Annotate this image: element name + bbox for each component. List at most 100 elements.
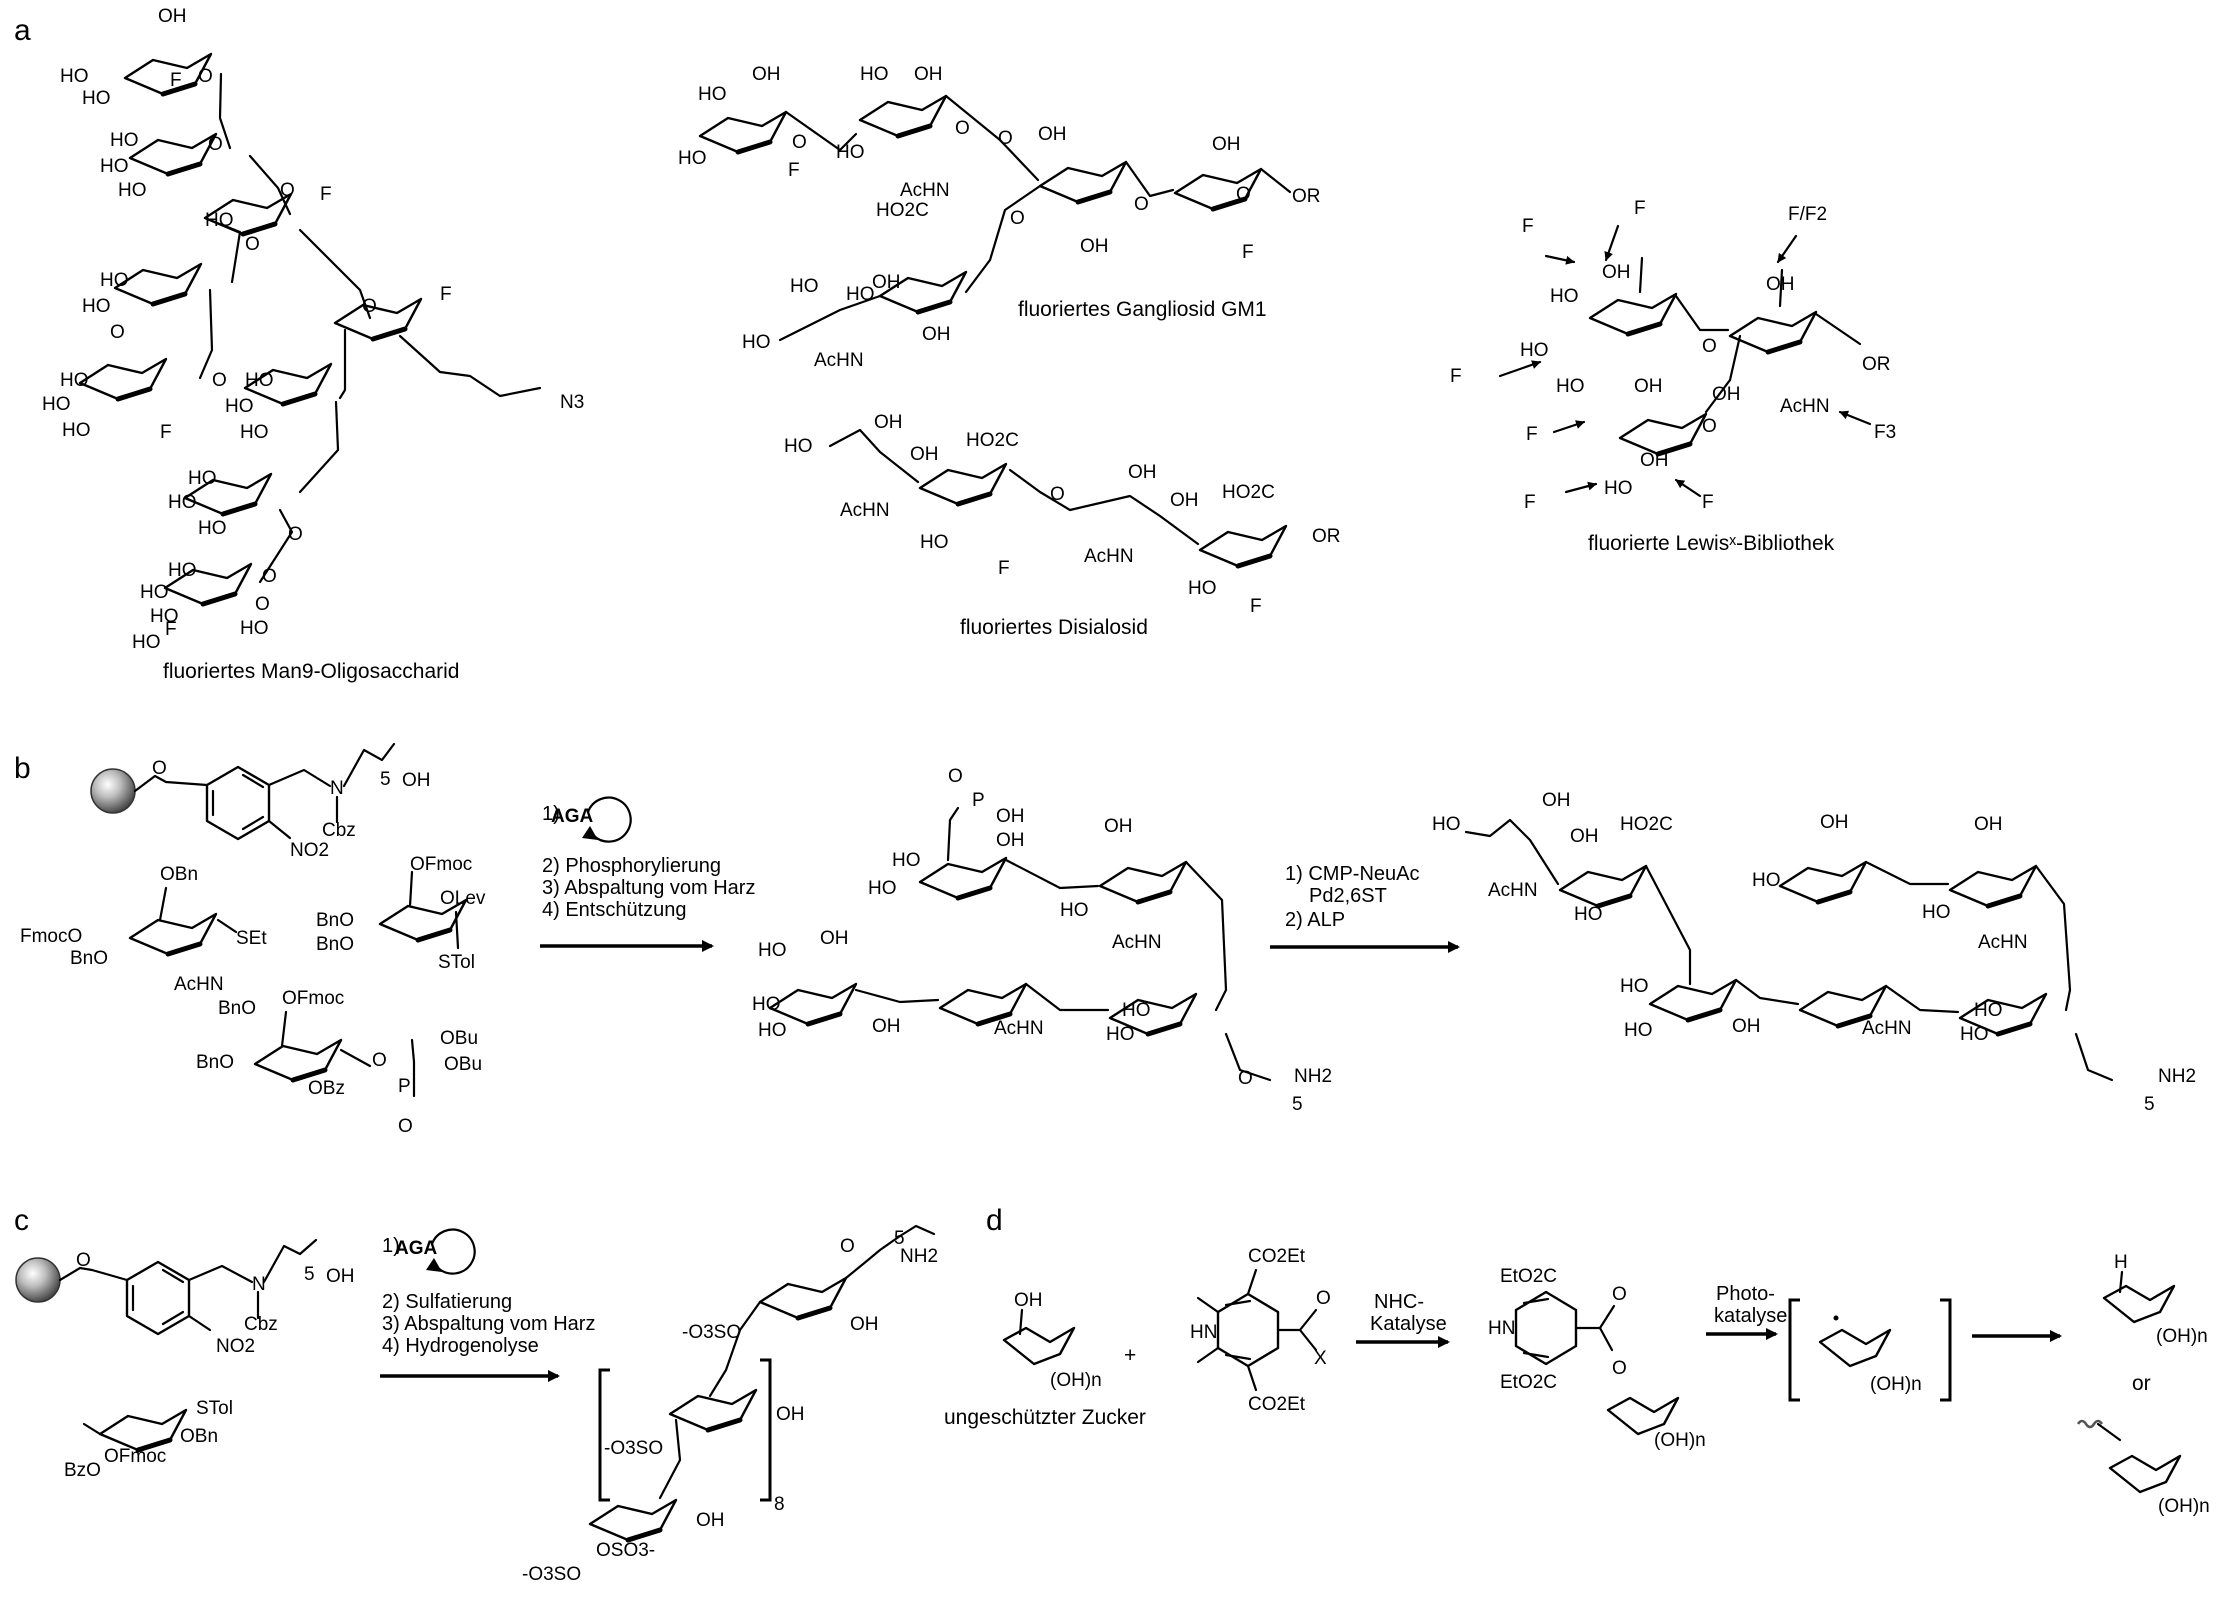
b-product2-label: OH [1542, 790, 1571, 811]
d-label: HN [1190, 1322, 1217, 1343]
man9-atom-label: HO [100, 270, 129, 291]
man9-atom-label: F [165, 619, 177, 640]
gm1-atom-label: O [1134, 194, 1149, 215]
man9-atom-label: F [170, 70, 182, 91]
man9-atom-label: HO [118, 180, 147, 201]
d-products [2076, 1270, 2182, 1494]
gm1-atom-label: HO [742, 332, 771, 353]
man9-atom-label: N3 [560, 392, 584, 413]
gm1-atom-label: HO [836, 142, 865, 163]
c-aga-badge [426, 1228, 476, 1275]
b-step: 1) [542, 803, 560, 825]
b-product2-label: HO [1574, 904, 1603, 925]
disialosid-atom-label: AcHN [840, 500, 890, 521]
b-product1-label: HO [1122, 1000, 1151, 1021]
b-product2-label: HO [1974, 1000, 2003, 1021]
b-step: 4) Entschützung [542, 899, 687, 921]
gm1-atom-label: O [1010, 208, 1025, 229]
lewis-atom-label: HO [1550, 286, 1579, 307]
gm1-atom-label: OH [1038, 124, 1067, 145]
man9-atom-label: HO [168, 492, 197, 513]
b-block-label: STol [438, 952, 475, 973]
lewis-atom-label: F3 [1874, 422, 1896, 443]
b-block-label: OFmoc [282, 988, 344, 1009]
b-product2-label: AcHN [1488, 880, 1538, 901]
c-product-label: -O3SO [522, 1564, 581, 1585]
caption-man9: fluoriertes Man9-Oligosaccharid [163, 660, 459, 683]
man9-structure [80, 54, 542, 604]
lewis-atom-label: OH [1634, 376, 1663, 397]
c-building-block [82, 1410, 186, 1450]
b-block-label: AcHN [174, 974, 224, 995]
gm1-atom-label: OR [1292, 186, 1321, 207]
disialosid-atom-label: OH [910, 444, 939, 465]
b-block-label: BnO [70, 948, 108, 969]
b-product1-label: HO [758, 1020, 787, 1041]
man9-atom-label: O [288, 524, 303, 545]
caption-gm1: fluoriertes Gangliosid GM1 [1018, 298, 1267, 321]
d-hantzsch-ester [1196, 1268, 1318, 1392]
c-aga-label: AGA [395, 1238, 438, 1259]
gm1-atom-label: HO2C [876, 200, 929, 221]
d-step2: Photo- [1716, 1283, 1775, 1305]
disialosid-atom-label: F [998, 558, 1010, 579]
b-product1-label: OH [820, 928, 849, 949]
lewis-atom-label: HO [1556, 376, 1585, 397]
b-product2-label: OH [1570, 826, 1599, 847]
man9-atom-label: O [362, 296, 377, 317]
b-step2: 2) ALP [1285, 909, 1345, 931]
resin-bead [90, 768, 136, 814]
panel-letter-d: d [986, 1204, 1003, 1237]
c-product-label: NH2 [900, 1246, 938, 1267]
man9-atom-label: F [160, 422, 172, 443]
gm1-atom-label: OH [922, 324, 951, 345]
d-label: O [1612, 1358, 1627, 1379]
b-product2-label: OH [1732, 1016, 1761, 1037]
c-product [590, 1224, 936, 1540]
b-product1-label: O [948, 766, 963, 787]
b-product2-label: HO [1624, 1020, 1653, 1041]
b-block-label: O [398, 1116, 413, 1137]
gm1-atom-label: HO [860, 64, 889, 85]
c-block-label: BzO [64, 1460, 101, 1481]
lewis-atom-label: OH [1640, 450, 1669, 471]
b-product1-label: AcHN [994, 1018, 1044, 1039]
disialosid-atom-label: F [1250, 596, 1262, 617]
b-block-label: O [372, 1050, 387, 1071]
c-repeat: 8 [774, 1494, 785, 1515]
c-product-label: 5 [894, 1228, 905, 1249]
c-linker-label: NO2 [216, 1336, 255, 1357]
c-block-label: OBn [180, 1426, 218, 1447]
d-step2: katalyse [1714, 1305, 1787, 1327]
b-step: 3) Abspaltung vom Harz [542, 877, 755, 899]
man9-atom-label: O [198, 66, 213, 87]
b-block-label: OBn [160, 864, 198, 885]
c-linker-label: N [252, 1274, 266, 1295]
lewis-atom-label: HO [1520, 340, 1549, 361]
b-product2-label: OH [1974, 814, 2003, 835]
d-or: or [2132, 1372, 2151, 1395]
b-linker-label: NO2 [290, 840, 329, 861]
disialosid-structure [828, 428, 1286, 566]
b-block-label: BnO [316, 934, 354, 955]
d-radical [1788, 1298, 1952, 1402]
man9-atom-label: HO [132, 632, 161, 653]
man9-atom-label: HO [198, 518, 227, 539]
gm1-atom-label: OH [914, 64, 943, 85]
d-plus: + [1124, 1344, 1136, 1367]
b-product1-label: 5 [1292, 1094, 1303, 1115]
b-product2-label: NH2 [2158, 1066, 2196, 1087]
man9-atom-label: OH [158, 6, 187, 27]
b-block-label: BnO [218, 998, 256, 1019]
disialosid-atom-label: HO [784, 436, 813, 457]
c-step: 1) [382, 1235, 400, 1257]
gm1-atom-label: OH [752, 64, 781, 85]
panel-letter-b: b [14, 752, 31, 785]
d-label: (OH)n [1654, 1430, 1706, 1451]
gm1-atom-label: O [1236, 184, 1251, 205]
d-label: (OH)n [1050, 1370, 1102, 1391]
disialosid-atom-label: HO2C [966, 430, 1019, 451]
d-label: EtO2C [1500, 1372, 1557, 1393]
b-product2-label: HO [1432, 814, 1461, 835]
